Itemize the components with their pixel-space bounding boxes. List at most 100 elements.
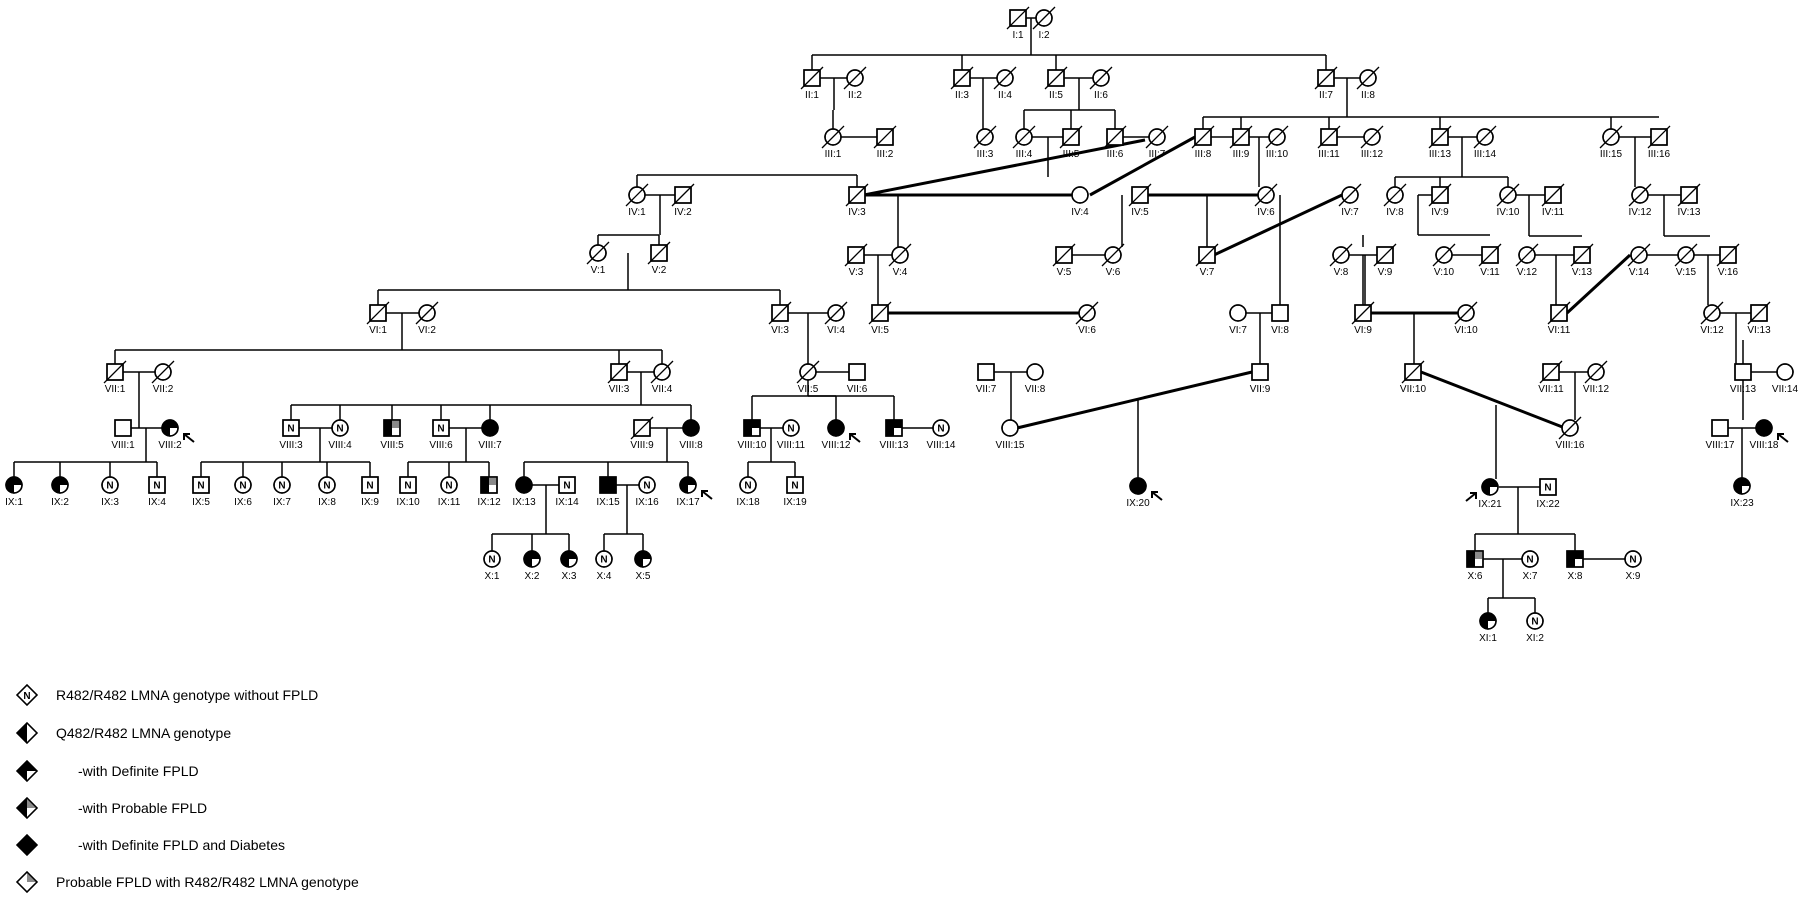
proband-arrow: [1777, 433, 1789, 443]
deceased-slash: [625, 183, 649, 207]
genotype-fill: [1467, 551, 1475, 567]
individual-v-10: V:10: [1432, 243, 1456, 278]
individual-id-label: V:13: [1572, 267, 1593, 278]
individual-id-label: III:14: [1474, 149, 1497, 160]
normal-genotype-mark: N: [787, 424, 794, 435]
symbol-outline: [595, 550, 613, 568]
symbol-outline: [1499, 186, 1517, 204]
individual-viii-13: VIII:13: [880, 419, 909, 451]
symbol-outline: [515, 476, 533, 494]
symbol-outline: [148, 476, 166, 494]
symbol-outline: [634, 550, 652, 568]
individual-id-label: IX:10: [396, 497, 420, 508]
individual-ix-8: NIX:8: [318, 476, 336, 508]
symbol-outline: [1518, 246, 1536, 264]
genotype-fill: [561, 551, 569, 567]
phenotype-fill: [532, 551, 540, 559]
individual-ii-6: II:6: [1089, 66, 1113, 101]
deceased-slash: [1032, 6, 1056, 30]
symbol-outline: [480, 476, 498, 494]
individual-ix-7: NIX:7: [273, 476, 291, 508]
individual-ii-3: II:3: [950, 66, 974, 101]
individual-id-label: V:14: [1629, 267, 1650, 278]
phenotype-fill: [14, 477, 22, 485]
individual-id-label: III:4: [1016, 149, 1033, 160]
individual-id-label: VI:13: [1747, 325, 1771, 336]
individual-x-9: NX:9: [1624, 550, 1642, 582]
symbol-outline: [1776, 363, 1794, 381]
deceased-slash: [415, 301, 439, 325]
symbol-outline: [786, 476, 804, 494]
individual-id-label: VI:6: [1078, 325, 1096, 336]
symbol-outline: [1733, 477, 1751, 495]
individual-iv-2: IV:2: [671, 183, 695, 218]
phenotype-fill: [1475, 551, 1483, 559]
individual-id-label: X:5: [635, 571, 650, 582]
legend-genotype-fill: [17, 723, 27, 743]
individual-id-label: VIII:17: [1706, 440, 1735, 451]
deceased-slash: [103, 360, 127, 384]
individual-vi-11: VI:11: [1547, 301, 1571, 336]
individual-vi-13: VI:13: [1747, 301, 1771, 336]
symbol-outline: [1435, 246, 1453, 264]
deceased-slash: [824, 301, 848, 325]
deceased-slash: [1145, 125, 1169, 149]
symbol-outline: [418, 304, 436, 322]
deceased-slash: [821, 125, 845, 149]
individual-id-label: VIII:10: [738, 440, 767, 451]
male-symbol: [114, 419, 132, 437]
deceased-slash: [1570, 243, 1594, 267]
individual-id-label: V:2: [652, 265, 667, 276]
symbol-outline: [273, 476, 291, 494]
individual-xi-2: NXI:2: [1526, 612, 1544, 644]
individual-id-label: III:1: [825, 149, 842, 160]
symbol-outline: [1320, 128, 1338, 146]
individual-iii-5: III:5: [1059, 125, 1083, 160]
individual-ix-15: IX:15: [596, 476, 620, 508]
individual-id-label: V:15: [1676, 267, 1697, 278]
diabetes-fill: [828, 420, 844, 436]
individual-id-label: II:5: [1049, 90, 1063, 101]
male-symbol: [977, 363, 995, 381]
individual-id-label: VIII:8: [679, 440, 703, 451]
individual-v-3: V:3: [844, 243, 868, 278]
symbol-outline: [1566, 550, 1584, 568]
symbol-outline: [782, 419, 800, 437]
proband-arrow-head: [1151, 491, 1158, 498]
individual-id-label: IV:5: [1131, 207, 1149, 218]
individual-id-label: VIII:12: [822, 440, 851, 451]
individual-id-label: X:6: [1467, 571, 1482, 582]
individual-v-5: V:5: [1052, 243, 1076, 278]
individual-id-label: IX:23: [1730, 498, 1754, 509]
normal-genotype-mark: N: [1629, 555, 1636, 566]
deceased-slash: [1329, 243, 1353, 267]
phenotype-fill: [643, 551, 651, 559]
individual-iii-3: III:3: [973, 125, 997, 160]
individual-x-4: N X:4: [595, 550, 613, 582]
individual-iv-1: IV:1: [625, 183, 649, 218]
diabetes-fill: [516, 477, 532, 493]
individual-id-label: IV:6: [1257, 207, 1275, 218]
individual-id-label: II:3: [955, 90, 969, 101]
deceased-slash: [1647, 125, 1671, 149]
individual-id-label: IX:18: [736, 497, 760, 508]
symbol-outline: [827, 304, 845, 322]
individual-id-label: X:4: [596, 571, 611, 582]
symbol-outline: [976, 128, 994, 146]
symbol-outline: [1703, 304, 1721, 322]
normal-genotype-mark: N: [600, 555, 607, 566]
phenotype-fill: [894, 420, 902, 428]
normal-genotype-mark: N: [445, 481, 452, 492]
individual-iv-3: IV:3: [845, 183, 869, 218]
symbol-outline: [1317, 69, 1335, 87]
deceased-slash: [873, 125, 897, 149]
individual-x-2: X:2: [523, 550, 541, 582]
individual-id-label: VI:5: [871, 325, 889, 336]
individual-id-label: VIII:2: [158, 440, 182, 451]
symbol-outline: [846, 69, 864, 87]
individual-id-label: III:3: [977, 149, 994, 160]
individual-v-12: V:12: [1515, 243, 1539, 278]
symbol-outline: [282, 419, 300, 437]
